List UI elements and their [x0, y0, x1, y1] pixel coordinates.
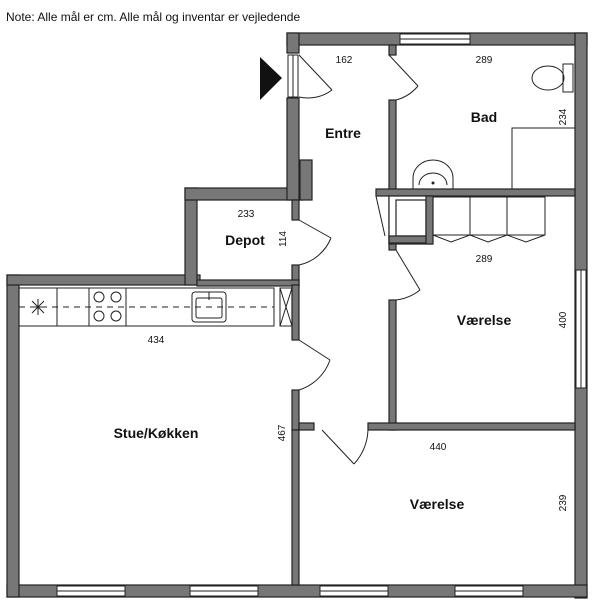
door-bad [388, 54, 419, 87]
door-vaerelse-1 [395, 249, 421, 291]
windows [56, 33, 587, 597]
door-stue [298, 339, 331, 361]
wall-bad-bottom [375, 188, 576, 197]
wall-bad-left-a [388, 44, 397, 56]
wall-corridor-left-b [291, 389, 300, 431]
wall-bad-left-b [388, 99, 397, 251]
wall-entre-left-top [286, 32, 300, 54]
wall-entre-stub [299, 159, 313, 201]
room-label-entre: Entre [325, 125, 361, 141]
dim-entre-width: 162 [336, 55, 353, 66]
dim-bad-depth: 234 [558, 108, 569, 125]
wall-depot-right-a [291, 199, 300, 221]
room-label-vaerelse-1: Værelse [457, 312, 512, 328]
wall-living-top [6, 274, 201, 286]
dim-vaerelse-2-depth: 239 [558, 494, 569, 511]
doors [298, 54, 421, 465]
kitchen-counter [18, 287, 293, 327]
wall-closet-right [425, 195, 434, 245]
wall-entre-left-mid [286, 97, 300, 201]
sink-icon [412, 159, 454, 190]
wall-corridor-left-c [291, 429, 300, 586]
wall-v1-bottom-b [367, 422, 576, 431]
room-label-vaerelse-2: Værelse [410, 496, 465, 512]
closet-inner [395, 199, 427, 237]
dim-vaerelse-2-width: 440 [430, 442, 447, 453]
dim-bad-width: 289 [476, 55, 493, 66]
door-closet [375, 195, 386, 237]
dim-vaerelse-1-depth: 400 [558, 311, 569, 328]
toilet-icon [531, 65, 565, 91]
wall-v1-bottom-a [298, 422, 315, 431]
wardrobes [432, 196, 546, 243]
dim-stue-width: 434 [148, 335, 165, 346]
shower-icon [511, 127, 576, 190]
stove-icon [93, 291, 122, 322]
dim-depot-width: 233 [238, 209, 255, 220]
plan-note: Note: Alle mål er cm. Alle mål og invent… [6, 10, 300, 24]
extractor-icon [30, 299, 46, 315]
door-entrance [298, 54, 333, 91]
wall-left [6, 274, 20, 598]
dim-depot-depth: 114 [278, 231, 289, 247]
bathroom-fixtures [412, 63, 576, 190]
fridge-icon [279, 287, 293, 327]
door-vaerelse-2 [321, 429, 355, 465]
room-label-stue-kokken: Stue/Køkken [114, 425, 199, 441]
dim-stue-depth: 467 [277, 424, 288, 441]
wall-depot-left [184, 187, 198, 286]
wall-depot-bottom [196, 279, 300, 287]
wall-v1-left [388, 299, 397, 431]
dim-vaerelse-1-width: 289 [476, 254, 493, 265]
room-label-depot: Depot [225, 232, 265, 248]
walls [6, 32, 588, 599]
toilet-tank-icon [562, 63, 574, 93]
wall-corridor-left-a [291, 284, 300, 341]
room-label-bad: Bad [471, 109, 497, 125]
door-depot [298, 219, 332, 239]
kitchen-sink-icon [191, 291, 227, 323]
entrance-arrow-icon [260, 57, 282, 100]
wall-depot-top [184, 187, 304, 201]
